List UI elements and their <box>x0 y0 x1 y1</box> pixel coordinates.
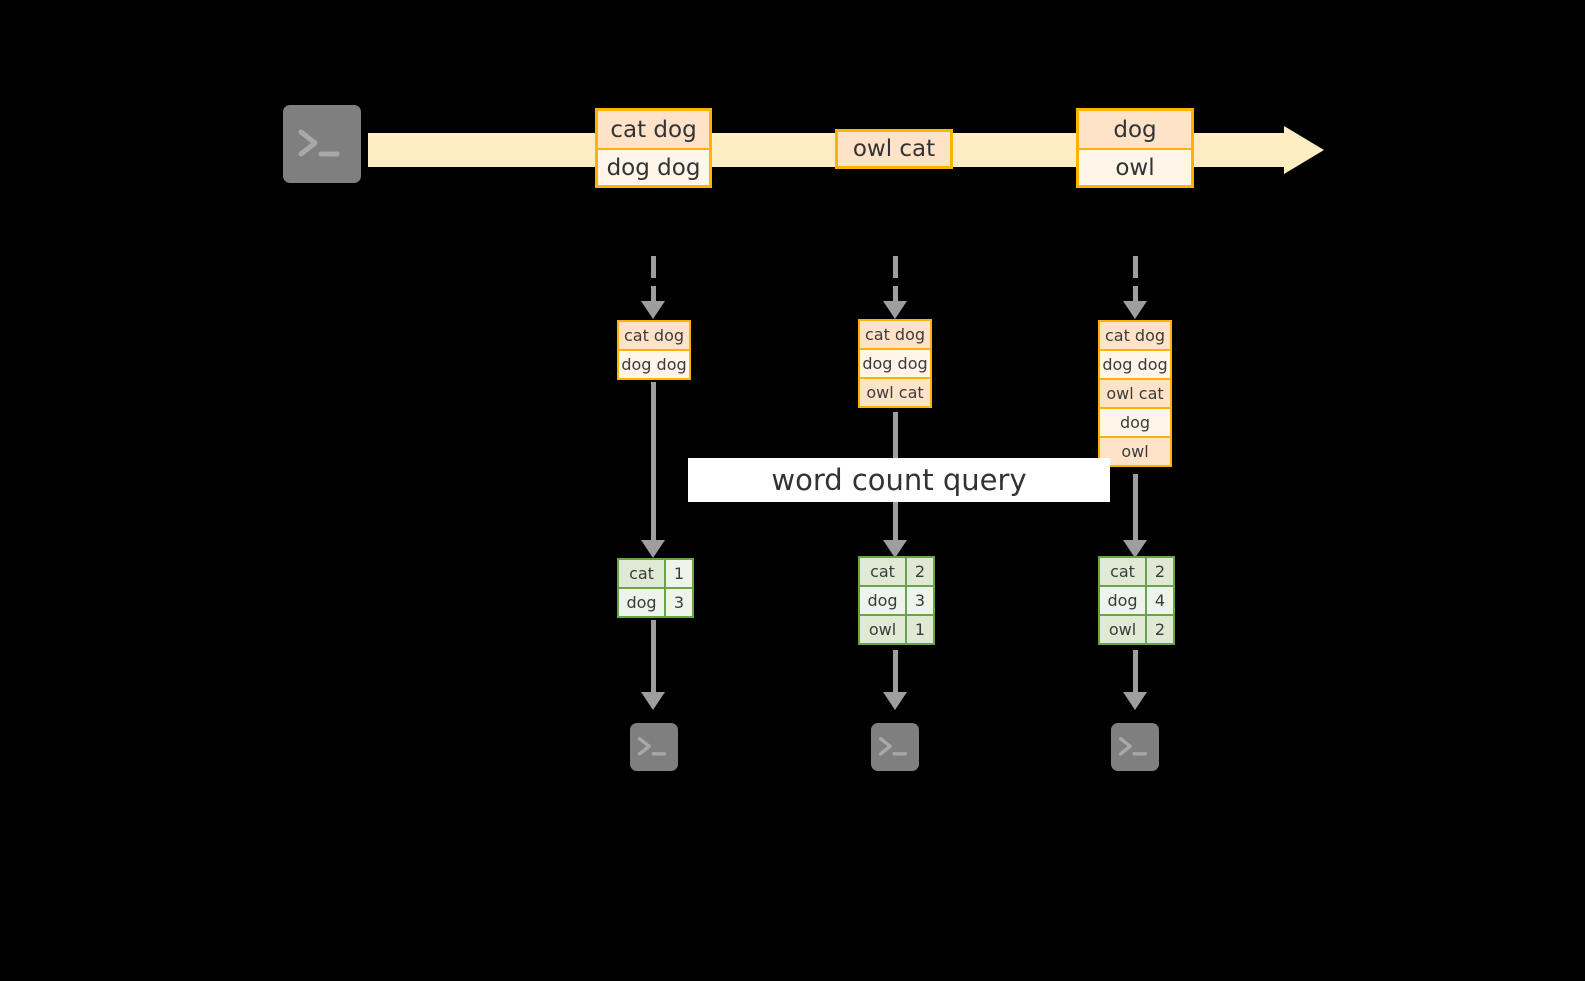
trigger-2-sink-arrow <box>882 650 908 712</box>
trigger-3-dashed-arrow <box>1122 256 1148 320</box>
arrow-head <box>1123 540 1147 558</box>
table-row: dog 3 <box>858 585 935 616</box>
result-word: owl <box>1098 614 1147 645</box>
stream-event-1: cat dog dog dog <box>595 108 712 188</box>
arrow-shaft <box>892 286 898 304</box>
source-terminal-icon <box>274 96 370 192</box>
stack-row: owl <box>1098 436 1172 467</box>
arrow-head <box>641 540 665 558</box>
result-count: 2 <box>1145 556 1175 587</box>
stack-row: dog dog <box>1098 349 1172 380</box>
trigger-3-result-table: cat 2 dog 4 owl 2 <box>1098 556 1175 645</box>
stream-arrowhead <box>1284 126 1324 174</box>
trigger-2-sink-terminal-icon <box>862 714 928 780</box>
trigger-1-sink-terminal-icon <box>621 714 687 780</box>
result-word: dog <box>1098 585 1147 616</box>
arrow-head <box>883 540 907 558</box>
result-word: cat <box>858 556 907 587</box>
table-row: dog 3 <box>617 587 694 618</box>
arrow-head <box>1123 692 1147 710</box>
result-word: cat <box>617 558 666 589</box>
trigger-1-sink-arrow <box>640 620 666 712</box>
result-count: 2 <box>1145 614 1175 645</box>
dash-segment <box>1132 256 1138 278</box>
table-row: cat 1 <box>617 558 694 589</box>
arrow-shaft <box>650 620 656 694</box>
stream-event-2-line-1: owl cat <box>838 132 950 166</box>
terminal-prompt-icon <box>878 737 907 756</box>
dash-segment <box>650 256 656 278</box>
trigger-3-query-arrow <box>1122 474 1148 560</box>
trigger-3-input-stack: cat dog dog dog owl cat dog owl <box>1098 320 1172 467</box>
stream-event-2: owl cat <box>835 129 953 169</box>
trigger-3-sink-arrow <box>1122 650 1148 712</box>
arrow-head <box>641 301 665 319</box>
trigger-2-input-stack: cat dog dog dog owl cat <box>858 319 932 408</box>
stream-event-1-line-2: dog dog <box>598 150 709 185</box>
result-count: 3 <box>905 585 935 616</box>
stack-row: owl cat <box>858 377 932 408</box>
table-row: cat 2 <box>1098 556 1175 587</box>
query-label-band: word count query <box>688 458 1110 502</box>
terminal-prompt-icon <box>637 737 666 756</box>
terminal-prompt-icon <box>298 129 340 157</box>
terminal-screen <box>630 723 678 771</box>
trigger-2-result-table: cat 2 dog 3 owl 1 <box>858 556 935 645</box>
terminal-screen <box>1111 723 1159 771</box>
arrow-shaft <box>892 650 898 694</box>
trigger-1-result-table: cat 1 dog 3 <box>617 558 694 618</box>
result-count: 1 <box>664 558 694 589</box>
stream-event-3-line-2: owl <box>1079 150 1191 185</box>
trigger-1-query-arrow <box>640 382 666 560</box>
trigger-3-sink-terminal-icon <box>1102 714 1168 780</box>
stack-row: dog dog <box>858 348 932 379</box>
result-word: dog <box>617 587 666 618</box>
stack-row: cat dog <box>617 320 691 351</box>
result-word: dog <box>858 585 907 616</box>
stream-event-1-line-1: cat dog <box>598 111 709 150</box>
result-count: 4 <box>1145 585 1175 616</box>
trigger-2-dashed-arrow <box>882 256 908 320</box>
arrow-head <box>1123 301 1147 319</box>
trigger-1-dashed-arrow <box>640 256 666 320</box>
arrow-head <box>883 301 907 319</box>
arrow-shaft <box>1132 474 1138 542</box>
terminal-prompt-icon <box>1118 737 1147 756</box>
trigger-1-input-stack: cat dog dog dog <box>617 320 691 380</box>
result-count: 1 <box>905 614 935 645</box>
table-row: cat 2 <box>858 556 935 587</box>
arrow-shaft <box>1132 286 1138 304</box>
stack-row: cat dog <box>1098 320 1172 351</box>
terminal-screen <box>283 105 361 183</box>
stream-event-3: dog owl <box>1076 108 1194 188</box>
stream-event-3-line-1: dog <box>1079 111 1191 150</box>
terminal-screen <box>871 723 919 771</box>
arrow-shaft <box>650 286 656 304</box>
result-count: 2 <box>905 556 935 587</box>
table-row: owl 1 <box>858 614 935 645</box>
stack-row: dog dog <box>617 349 691 380</box>
result-count: 3 <box>664 587 694 618</box>
stack-row: owl cat <box>1098 378 1172 409</box>
result-word: cat <box>1098 556 1147 587</box>
arrow-shaft <box>1132 650 1138 694</box>
dash-segment <box>892 256 898 278</box>
arrow-shaft <box>650 382 656 542</box>
arrow-head <box>641 692 665 710</box>
result-word: owl <box>858 614 907 645</box>
stack-row: cat dog <box>858 319 932 350</box>
stack-row: dog <box>1098 407 1172 438</box>
table-row: owl 2 <box>1098 614 1175 645</box>
arrow-head <box>883 692 907 710</box>
table-row: dog 4 <box>1098 585 1175 616</box>
